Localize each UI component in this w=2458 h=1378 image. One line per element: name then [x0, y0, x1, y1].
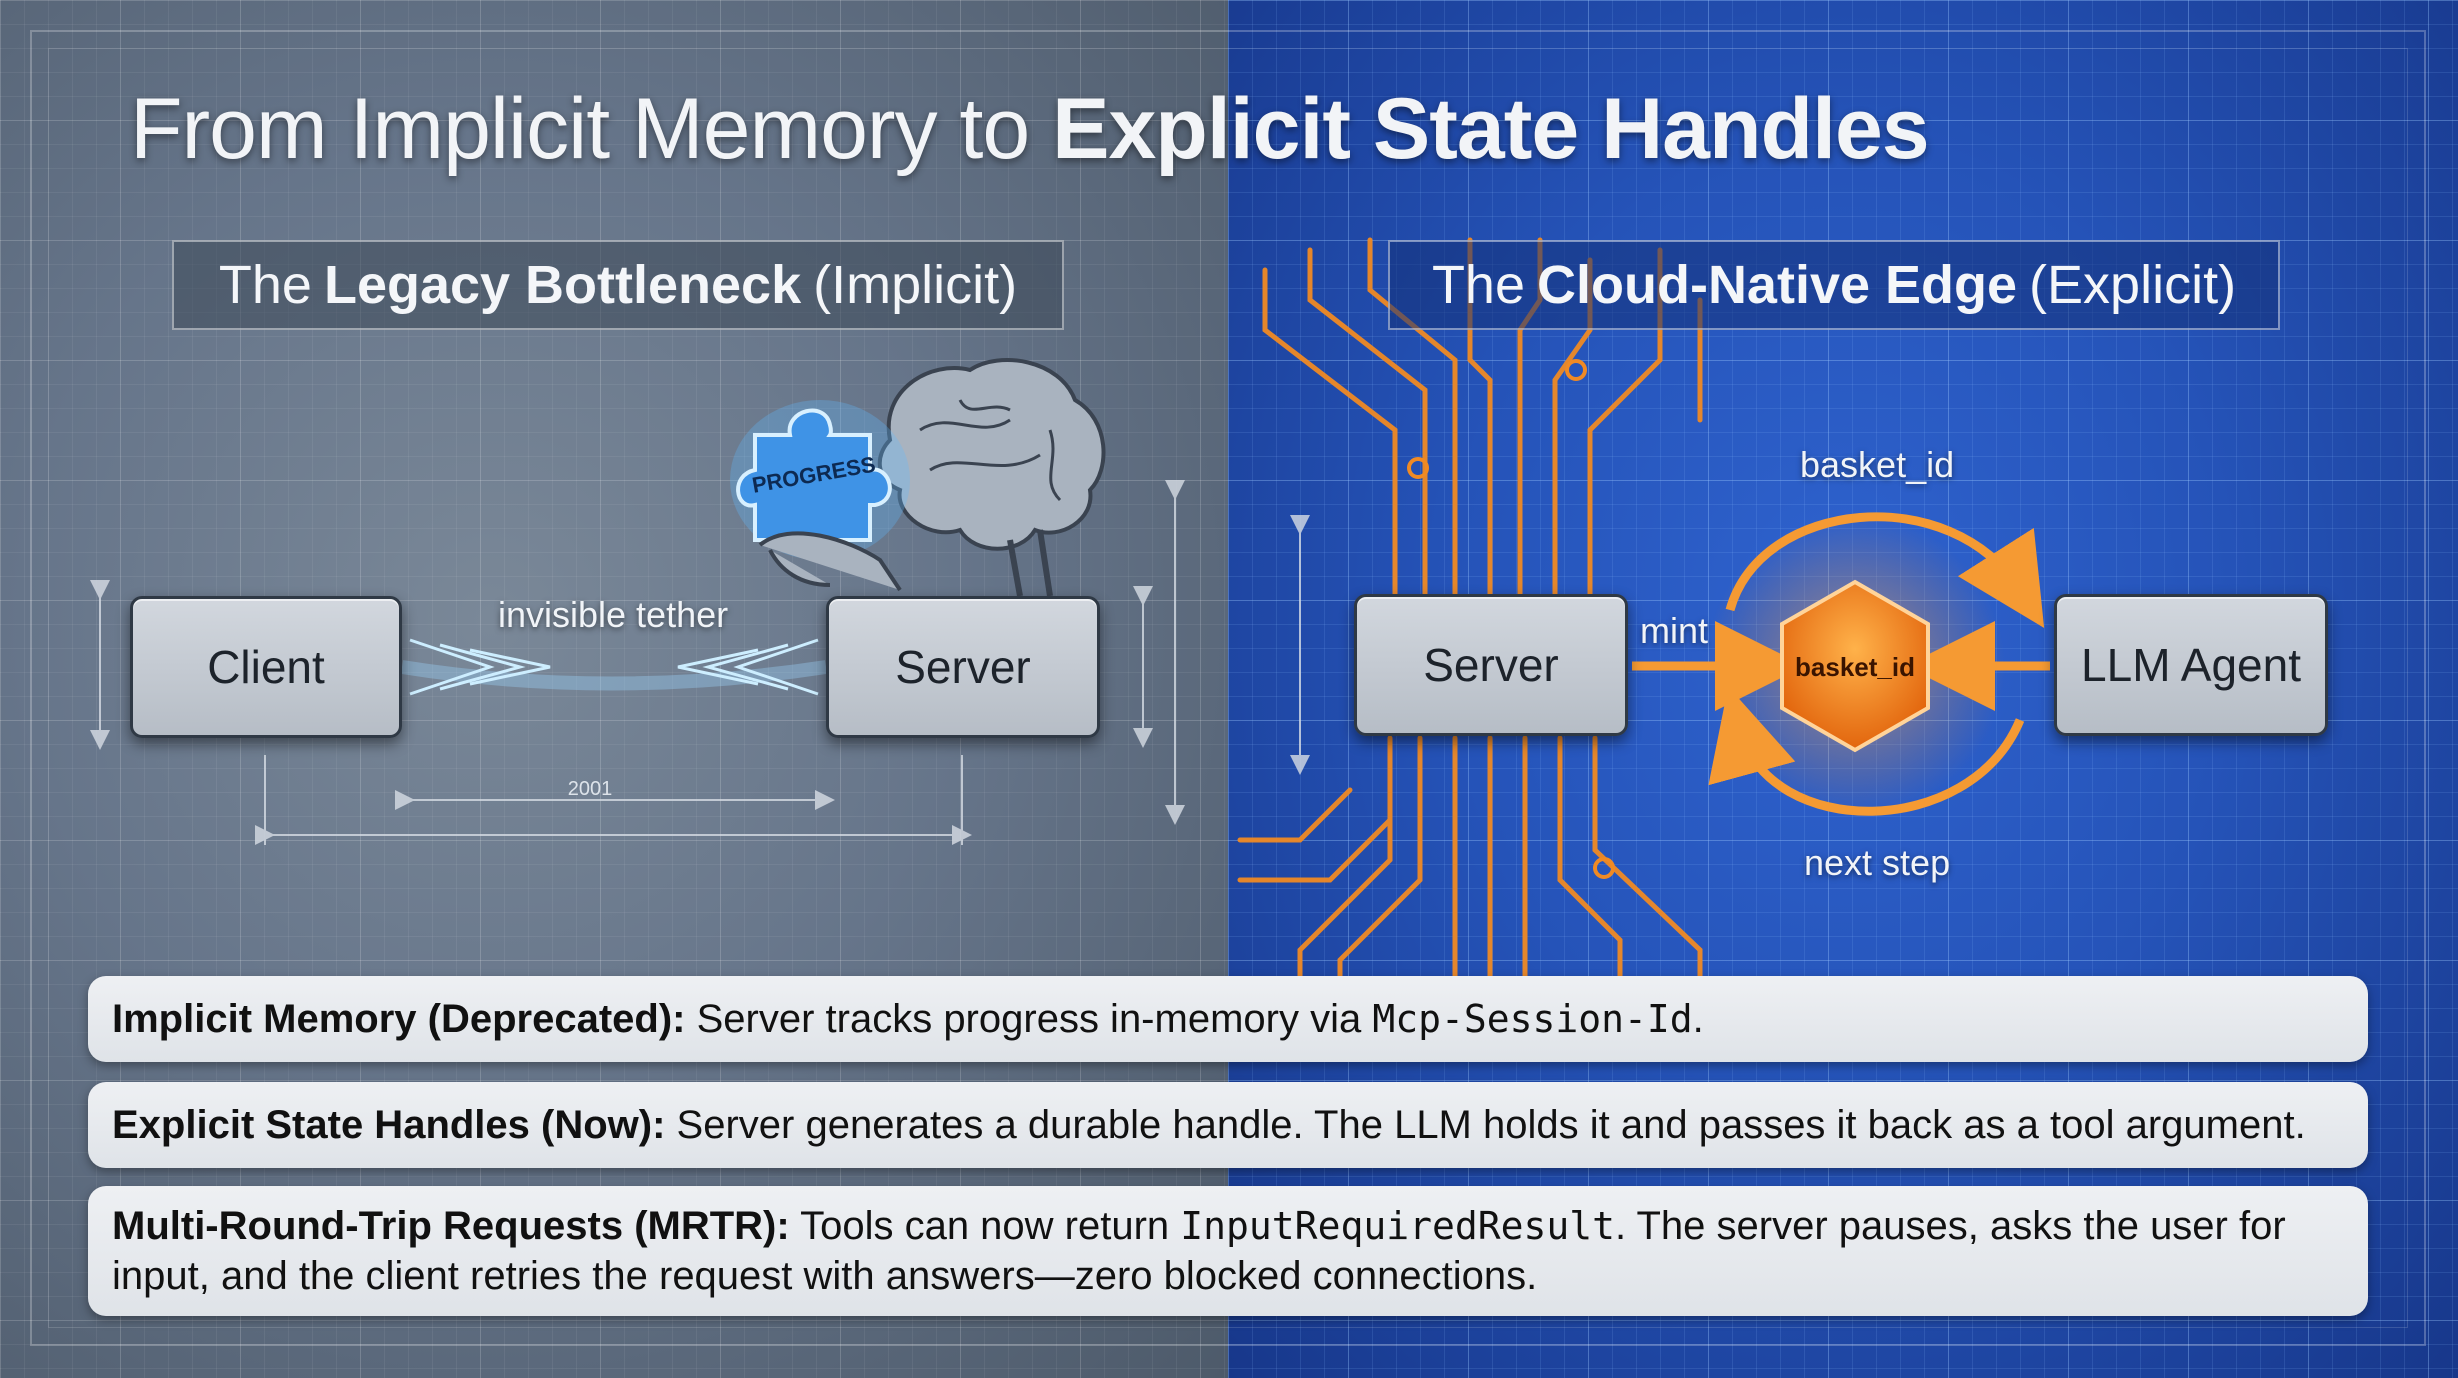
note-3-heading: Multi-Round-Trip Requests (MRTR):	[112, 1204, 790, 1248]
note-3-line2: input, and the client retries the reques…	[112, 1254, 1538, 1298]
loop-top-label: basket_id	[1800, 444, 1955, 485]
note-implicit-memory: Implicit Memory (Deprecated): Server tra…	[88, 976, 2368, 1062]
cloud-suffix: (Explicit)	[2029, 255, 2237, 315]
legacy-prefix: The	[218, 255, 312, 315]
cloud-section-header: The Cloud-Native Edge (Explicit)	[1388, 240, 2280, 330]
title-regular: From Implicit Memory to	[130, 81, 1030, 177]
dimension-label: 2001	[568, 778, 613, 800]
dimension-lines	[90, 480, 1310, 845]
cloud-prefix: The	[1431, 255, 1525, 315]
note-1-text: Server tracks progress in-memory via	[696, 997, 1362, 1041]
legacy-bold: Legacy Bottleneck	[323, 255, 802, 315]
mint-label: mint	[1640, 610, 1709, 651]
note-2-heading: Explicit State Handles (Now):	[112, 1103, 666, 1147]
legacy-section-header: The Legacy Bottleneck (Implicit)	[172, 240, 1064, 330]
note-mrtr: Multi-Round-Trip Requests (MRTR): Tools …	[88, 1186, 2368, 1316]
note-explicit-handles: Explicit State Handles (Now): Server gen…	[88, 1082, 2368, 1168]
note-3-text: Tools can now return	[800, 1204, 1170, 1248]
inner-frame	[48, 48, 2408, 1328]
note-1-code: Mcp-Session-Id	[1372, 997, 1693, 1041]
legacy-suffix: (Implicit)	[813, 255, 1018, 315]
cloud-server-node: Server	[1354, 594, 1628, 736]
brain-icon	[877, 358, 1106, 597]
loop-bottom-label: next step	[1804, 842, 1951, 883]
note-2-text: Server generates a durable handle. The L…	[676, 1103, 2306, 1147]
note-3-tail: . The server pauses, asks the user for	[1614, 1204, 2286, 1248]
note-1-tail: .	[1692, 997, 1704, 1041]
client-node: Client	[130, 596, 402, 738]
title-bold: Explicit State Handles	[1052, 81, 1930, 177]
hexagon-token	[1780, 579, 1930, 753]
loop-arrows	[1632, 512, 2050, 816]
cloud-bold: Cloud-Native Edge	[1537, 255, 2018, 315]
hexagon-label: basket_id	[1795, 652, 1915, 682]
tether-beam	[400, 638, 828, 696]
page-title: From Implicit Memory to Explicit State H…	[130, 80, 1930, 179]
puzzle-piece-icon: PROGRESS	[730, 400, 910, 592]
legacy-server-node: Server	[826, 596, 1100, 738]
tether-label: invisible tether	[498, 594, 729, 635]
note-1-heading: Implicit Memory (Deprecated):	[112, 997, 686, 1041]
llm-agent-node: LLM Agent	[2054, 594, 2328, 736]
note-3-code: InputRequiredResult	[1180, 1204, 1615, 1248]
outer-frame	[30, 30, 2426, 1346]
circuit-nodes	[1407, 359, 1615, 879]
